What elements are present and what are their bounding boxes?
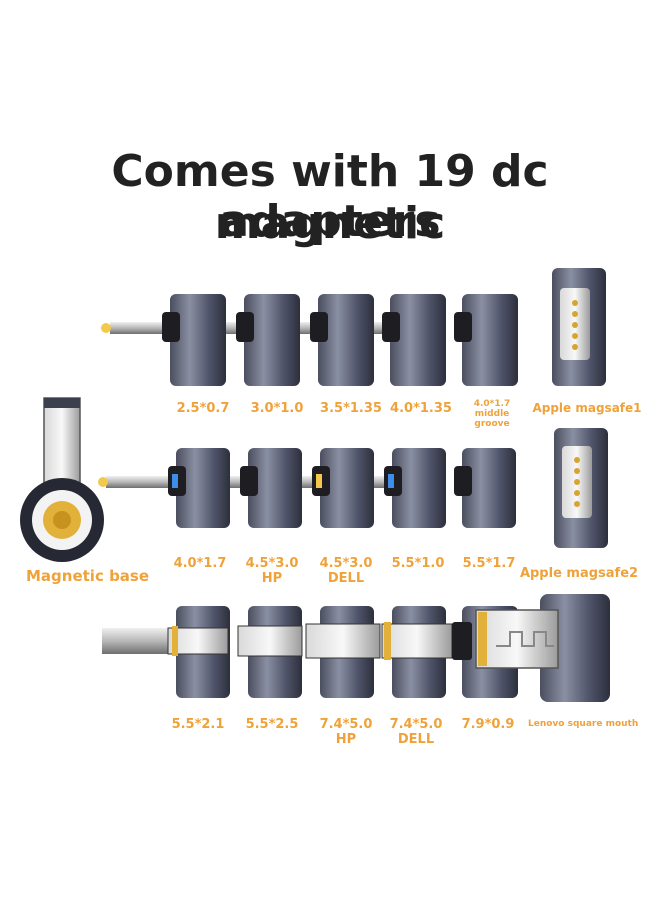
- label-5-5x2-1: 5.5*2.1: [171, 717, 225, 732]
- row-1-adapters: [101, 268, 606, 386]
- adapter-magsafe1: [552, 268, 606, 386]
- label-4-5x3-0-hp: 4.5*3.0 HP: [245, 556, 299, 586]
- label-apple-magsafe1: Apple magsafe1: [532, 401, 642, 415]
- label-3-0x1-0: 3.0*1.0: [250, 401, 304, 416]
- adapter-lenovo-square: [475, 594, 610, 702]
- label-4-5x3-0-dell: 4.5*3.0 DELL: [319, 556, 373, 586]
- adapter-3-5x1-35: [310, 294, 374, 386]
- adapter-5-5x2-5: [237, 606, 303, 698]
- adapter-4-0x1-7-groove: [454, 294, 518, 386]
- row-3-adapters: [102, 594, 610, 702]
- label-3-5x1-35: 3.5*1.35: [320, 401, 382, 416]
- page-title: Comes with 19 dc magnetic: [111, 146, 549, 249]
- label-4-0x1-7-middle-groove: 4.0*1.7 middle groove: [473, 399, 511, 429]
- row-2-adapters: [98, 428, 608, 548]
- adapter-magsafe2: [554, 428, 608, 548]
- label-7-4x5-0-dell: 7.4*5.0 DELL: [389, 717, 443, 747]
- adapter-7-4x5-0-dell: [381, 606, 453, 698]
- adapter-4-5x3-0-hp: [240, 448, 302, 528]
- label-5-5x2-5: 5.5*2.5: [245, 717, 299, 732]
- label-4-0x1-35: 4.0*1.35: [390, 401, 452, 416]
- label-7-9x0-9: 7.9*0.9: [461, 717, 515, 732]
- adapter-5-5x2-1: [167, 606, 230, 698]
- adapter-4-0x1-7: [168, 448, 230, 528]
- adapter-5-5x1-7: [454, 448, 516, 528]
- label-7-4x5-0-hp: 7.4*5.0 HP: [319, 717, 373, 747]
- adapter-5-5x1-0: [384, 448, 446, 528]
- adapter-4-5x3-0-dell: [312, 448, 374, 528]
- page-title-line2: adapters: [219, 196, 441, 247]
- label-4-0x1-7: 4.0*1.7: [173, 556, 227, 571]
- label-apple-magsafe2: Apple magsafe2: [519, 566, 639, 581]
- adapter-3-0x1-0: [236, 294, 300, 386]
- label-2-5x0-7: 2.5*0.7: [176, 401, 230, 416]
- label-magnetic-base: Magnetic base: [26, 567, 150, 585]
- label-5-5x1-0: 5.5*1.0: [391, 556, 445, 571]
- magnetic-base: [20, 397, 104, 562]
- adapter-7-4x5-0-hp: [305, 606, 381, 698]
- label-lenovo-square-mouth: Lenovo square mouth: [528, 719, 639, 729]
- adapter-2-5x0-7: [162, 294, 226, 386]
- label-5-5x1-7: 5.5*1.7: [462, 556, 516, 571]
- adapter-4-0x1-35: [382, 294, 446, 386]
